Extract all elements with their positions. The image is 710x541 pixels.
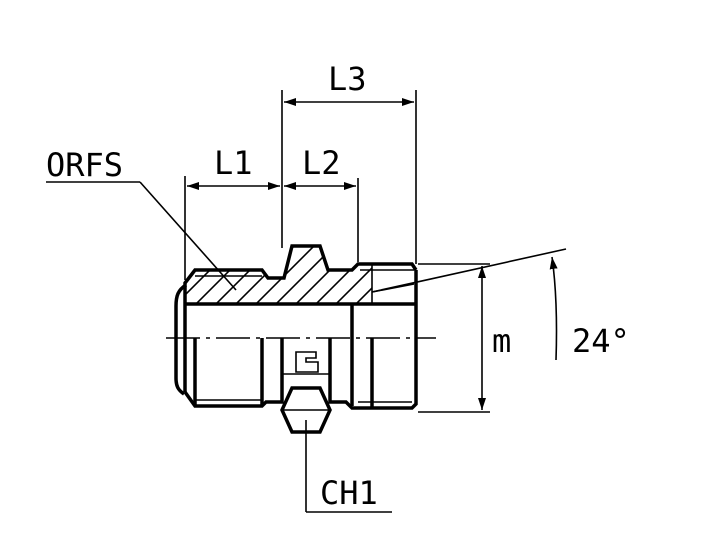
label-orfs: ORFS (46, 146, 123, 184)
leader-orfs: ORFS (46, 146, 237, 291)
label-angle: 24° (572, 322, 630, 360)
dim-l1: L1 (184, 144, 280, 280)
dim-angle: 24° (371, 248, 630, 361)
fitting-outside-view (183, 270, 418, 434)
fitting-section (183, 244, 418, 306)
leader-ch1: CH1 (305, 420, 392, 513)
upper-outline (183, 244, 418, 304)
label-l2: L2 (302, 144, 341, 182)
section-hatching (185, 246, 372, 304)
o-ring-seal (174, 283, 187, 396)
label-m: m (492, 322, 511, 360)
dim-m: m (418, 263, 511, 413)
label-l1: L1 (214, 144, 253, 182)
label-ch1: CH1 (320, 474, 378, 512)
manufacturer-mark (295, 351, 319, 373)
label-l3: L3 (328, 60, 367, 98)
dim-l3: L3 (284, 60, 417, 264)
dim-l2: L2 (281, 90, 359, 262)
